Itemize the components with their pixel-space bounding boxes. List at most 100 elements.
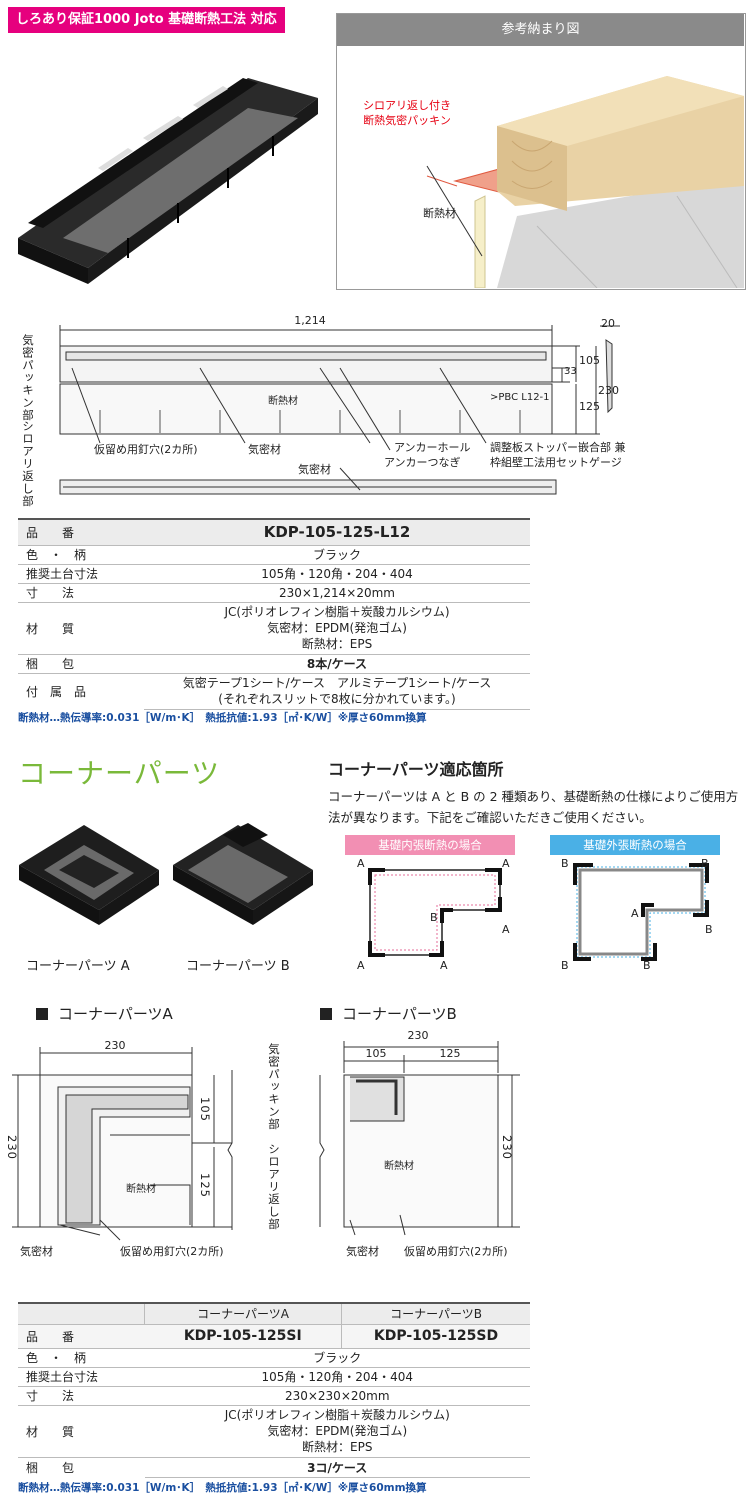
spec1-value: JC(ポリオレフィン樹脂＋炭酸カルシウム) 気密材：EPDM(発泡ゴム) 断熱材… (144, 601, 530, 654)
corner-drawings: 230 230 105 125 気密パッキン部 シロアリ返し部 230 105 … (0, 1025, 750, 1265)
spec-table-2: コーナーパーツA コーナーパーツB 品 番 KDP-105-125SI KDP-… (18, 1302, 530, 1478)
spec2-label: 色 ・ 柄 (18, 1347, 145, 1367)
corner-parts-title: コーナーパーツ (18, 757, 221, 790)
spec1-label: 材 質 (18, 601, 144, 654)
corner-a-photo (14, 815, 164, 940)
dim-125: 125 (579, 400, 600, 413)
side-label-termite: シロアリ返し部 (267, 1143, 281, 1231)
corner-letter-a: A (357, 959, 365, 972)
dim-105: 105 (579, 354, 600, 367)
corner-letter-a: A (502, 857, 510, 870)
stamp-code: >PBC L12-1 (490, 392, 550, 403)
corner-letter-b: B (705, 923, 713, 936)
spec2-model-b: KDP-105-125SD (341, 1323, 530, 1348)
corner-letter-a: A (357, 857, 365, 870)
a-stamp: 断熱材 (126, 1184, 156, 1195)
label-nail-hole: 仮留め用釘穴(2カ所) (94, 443, 198, 456)
a-label-seal: 気密材 (20, 1245, 53, 1258)
product-photo (8, 38, 320, 284)
reference-frame (336, 13, 746, 290)
corner-b-caption: コーナーパーツ B (186, 959, 290, 974)
label-seal-2: 気密材 (298, 463, 331, 476)
b-stamp: 断熱材 (384, 1161, 414, 1172)
outer-insulation-label: 基礎外張断熱の場合 (550, 835, 720, 855)
spec2-value: 3コ/ケース (144, 1456, 530, 1478)
reference-title: 参考納まり図 (337, 14, 744, 46)
inner-layout-diagram: A A A B A A (345, 855, 520, 975)
system-badge: しろあり保証1000 Joto 基礎断熱工法 対応 (8, 7, 285, 33)
ref-insulation-label: 断熱材 (423, 207, 456, 220)
spec2-value: 105角・120角・204・404 (144, 1366, 530, 1386)
corner-letter-a: A (440, 959, 448, 972)
label-stopper: 調整板ストッパー嵌合部 兼 (490, 441, 626, 454)
corner-a-drawing-title: コーナーパーツA (36, 1003, 173, 1024)
spec2-label: 品 番 (18, 1323, 145, 1348)
spec2-value: 230×230×20mm (144, 1385, 530, 1405)
long-packing-drawing: 1,214 20 33 105 230 125 気密パッキン部 シロアリ返し部 … (0, 308, 750, 508)
b-label-seal: 気密材 (346, 1245, 379, 1258)
corner-b-drawing-title: コーナーパーツB (320, 1003, 457, 1024)
outer-layout-diagram: B B B A B B (555, 855, 730, 975)
a-dim-105: 105 (198, 1097, 212, 1122)
label-stopper-2: 枠組壁工法用セットゲージ (490, 456, 622, 469)
a-dim-230-top: 230 (104, 1039, 126, 1052)
b-label-nail: 仮留め用釘穴(2カ所) (404, 1245, 508, 1258)
spec2-note: 断熱材…熱伝導率:0.031［W/m･K］ 熱抵抗値:1.93［㎡･K/W］※厚… (18, 1482, 427, 1494)
spec2-value: ブラック (144, 1347, 530, 1367)
spec1-value: 230×1,214×20mm (144, 582, 530, 602)
spec2-col-a: コーナーパーツA (144, 1302, 342, 1324)
spec1-note: 断熱材…熱伝導率:0.031［W/m･K］ 熱抵抗値:1.93［㎡･K/W］※厚… (18, 712, 427, 724)
label-anchor-joint: アンカーつなぎ (384, 456, 461, 469)
dim-230: 230 (598, 384, 619, 397)
side-label-termite: シロアリ返し部 (21, 420, 35, 508)
b-dim-125: 125 (439, 1047, 461, 1060)
spec1-label: 付 属 品 (18, 672, 144, 709)
dim-length: 1,214 (294, 314, 326, 327)
corner-b-photo (168, 815, 318, 940)
b-dim-105: 105 (365, 1047, 387, 1060)
dim-width: 20 (601, 317, 615, 330)
label-anchor-hole: アンカーホール (394, 441, 471, 454)
inner-insulation-label: 基礎内張断熱の場合 (345, 835, 515, 855)
spec2-model-a: KDP-105-125SI (144, 1323, 342, 1348)
a-label-nail: 仮留め用釘穴(2カ所) (120, 1245, 224, 1258)
label-seal: 気密材 (248, 443, 281, 456)
spec2-label: 材 質 (18, 1404, 145, 1457)
a-dim-230-side: 230 (5, 1135, 19, 1160)
b-dim-230-side: 230 (500, 1135, 514, 1160)
spec1-label: 寸 法 (18, 582, 144, 602)
spec2-label: 梱 包 (18, 1456, 145, 1477)
corner-letter-a: A (502, 923, 510, 936)
corner-letter-b: B (430, 911, 438, 924)
ref-packing-label: シロアリ返し付き 断熱気密パッキン (363, 99, 451, 127)
spec1-label: 色 ・ 柄 (18, 544, 144, 564)
b-dim-230-top: 230 (407, 1029, 429, 1042)
corner-letter-b: B (561, 857, 569, 870)
apply-text: コーナーパーツは A と B の 2 種類あり、基礎断熱の仕様によりご使用方法が… (328, 789, 739, 825)
spec1-label: 推奨土台寸法 (18, 563, 144, 583)
a-dim-125: 125 (198, 1173, 212, 1198)
corner-letter-a: A (631, 907, 639, 920)
spec1-value: 105角・120角・204・404 (144, 563, 530, 583)
corner-letter-b: B (643, 959, 651, 972)
spec1-value: 気密テープ1シート/ケース アルミテープ1シート/ケース (それぞれスリットで8… (144, 672, 530, 710)
corner-letter-b: B (561, 959, 569, 972)
spec2-label: 推奨土台寸法 (18, 1366, 145, 1386)
spec1-value: 8本/ケース (144, 653, 530, 673)
stamp-insulation: 断熱材 (268, 396, 298, 407)
spec1-label: 品 番 (18, 518, 144, 545)
side-label-packing: 気密パッキン部 (21, 334, 35, 422)
apply-title: コーナーパーツ適応箇所 (328, 760, 504, 779)
spec2-value: JC(ポリオレフィン樹脂＋炭酸カルシウム) 気密材：EPDM(発泡ゴム) 断熱材… (144, 1404, 530, 1457)
spec2-col-b: コーナーパーツB (341, 1302, 530, 1324)
spec1-value: ブラック (144, 544, 530, 564)
spec1-label: 梱 包 (18, 653, 144, 673)
corner-letter-b: B (701, 857, 709, 870)
corner-a-caption: コーナーパーツ A (26, 959, 130, 974)
dim-33: 33 (564, 366, 577, 377)
side-label-packing: 気密パッキン部 (267, 1043, 281, 1131)
spec2-label: 寸 法 (18, 1385, 145, 1405)
spec1-model: KDP-105-125-L12 (144, 518, 530, 545)
reference-diagram: シロアリ返し付き 断熱気密パッキン 断熱材 (337, 46, 744, 289)
